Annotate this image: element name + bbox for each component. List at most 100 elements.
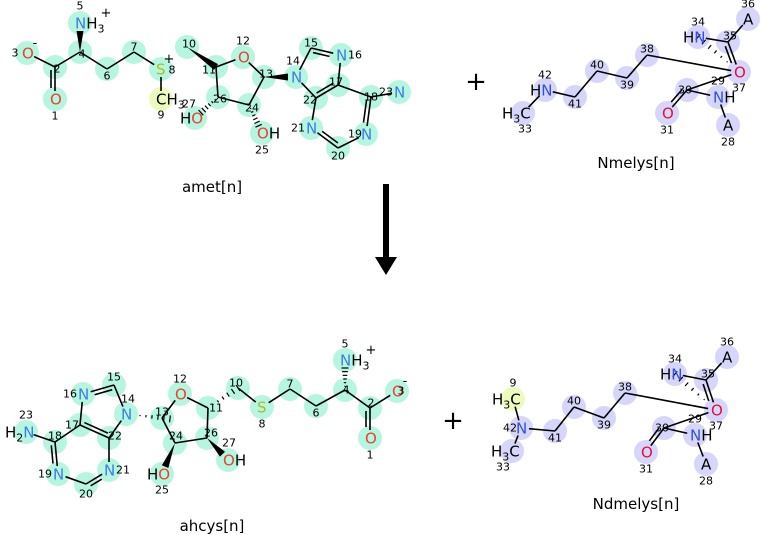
bond (33, 55, 56, 68)
atom-number: 8 (259, 418, 266, 431)
bond (697, 442, 704, 457)
atom-number: 35 (723, 30, 737, 43)
bond (161, 399, 176, 419)
atom-label: HN (683, 29, 706, 47)
atom-number: 17 (329, 76, 343, 89)
atom-number: 2 (54, 63, 61, 76)
atom-number: 27 (182, 98, 196, 111)
bond (554, 406, 575, 432)
atom-number: 42 (503, 422, 517, 435)
atom-number: 33 (518, 123, 532, 136)
bond (724, 41, 737, 65)
atom-number: 42 (538, 69, 552, 82)
bond (311, 97, 317, 121)
atom-number: 19 (38, 468, 52, 481)
atom-label: NH (713, 89, 736, 107)
atom-highlight (354, 122, 378, 146)
bond (113, 384, 124, 407)
atom-label: O (238, 49, 250, 67)
atom-number: 29 (711, 75, 725, 88)
atom-number: 39 (620, 79, 634, 92)
atom-label: N (306, 120, 317, 138)
bond (596, 70, 628, 79)
bond (705, 362, 723, 381)
charge-sign: + (101, 6, 112, 21)
atom-label: O (641, 444, 653, 462)
atom-highlight (71, 382, 95, 406)
atom-number: 22 (303, 94, 317, 107)
atom-label: N (336, 47, 347, 65)
bond (237, 387, 257, 403)
bond (514, 435, 519, 444)
atom-number: 37 (709, 420, 723, 433)
bond (217, 96, 250, 106)
atom-number: 34 (668, 353, 682, 366)
atom-number: 13 (259, 68, 273, 81)
atom-number: 26 (204, 427, 218, 440)
atom-number: 23 (379, 86, 393, 99)
atom-highlight (716, 113, 740, 137)
bond (648, 427, 665, 447)
bond (337, 62, 342, 86)
bond (727, 24, 744, 43)
bond (50, 441, 59, 467)
atom-number: 1 (367, 449, 374, 462)
atom-number: 39 (597, 419, 611, 432)
atom-label: NH3 (75, 15, 105, 36)
atom-label: O (22, 45, 34, 63)
bond (310, 47, 334, 58)
bond (186, 396, 209, 409)
bond (85, 473, 103, 487)
atom-number: 3 (398, 385, 405, 398)
atom-number: 16 (63, 388, 77, 401)
bond (682, 374, 707, 381)
atom-number: 5 (342, 338, 349, 351)
bond (161, 443, 175, 468)
atom-label: O (392, 383, 404, 401)
atom-number: 10 (229, 377, 243, 390)
bond (33, 433, 56, 443)
atom-number: 25 (255, 144, 269, 157)
bond (365, 408, 371, 430)
atom-number: 18 (364, 91, 378, 104)
atom-label: A (723, 117, 734, 135)
atom-number: 28 (721, 136, 735, 149)
atom-highlight (358, 426, 382, 450)
bond (161, 417, 176, 444)
bond (719, 104, 727, 118)
atom-number: 10 (182, 38, 196, 51)
bond (133, 51, 155, 66)
bond (315, 82, 339, 99)
atom-highlight (387, 80, 411, 104)
bond (686, 73, 732, 91)
atom-number: 9 (510, 377, 517, 390)
atom-number: 23 (19, 409, 33, 422)
atom-highlight (704, 398, 728, 422)
bond (344, 389, 371, 409)
atom-number: 3 (12, 47, 19, 60)
atom-number: 40 (567, 395, 581, 408)
atom-number: 25 (155, 484, 169, 497)
bond (573, 406, 605, 419)
bond (215, 66, 219, 98)
atom-number: 28 (699, 475, 713, 488)
charge-sign: - (33, 36, 38, 51)
atom-label: N (516, 420, 527, 438)
atom-number: 14 (121, 393, 135, 406)
molecule-name-amet: amet[n] (182, 178, 242, 196)
atom-number: 17 (65, 419, 79, 432)
bond (76, 31, 84, 52)
atom-number: 31 (660, 124, 674, 137)
atom-label: S (257, 399, 267, 417)
bond (315, 389, 346, 407)
atom-label: N (53, 466, 64, 484)
atom-label: A (722, 349, 733, 367)
atom-number: 7 (287, 378, 294, 391)
atom-highlight (114, 402, 138, 426)
bond (341, 367, 349, 387)
atom-highlight (15, 41, 39, 65)
atom-number: 6 (313, 407, 320, 420)
bond (670, 89, 688, 108)
atom-number: 1 (52, 110, 59, 123)
bond (672, 370, 705, 401)
